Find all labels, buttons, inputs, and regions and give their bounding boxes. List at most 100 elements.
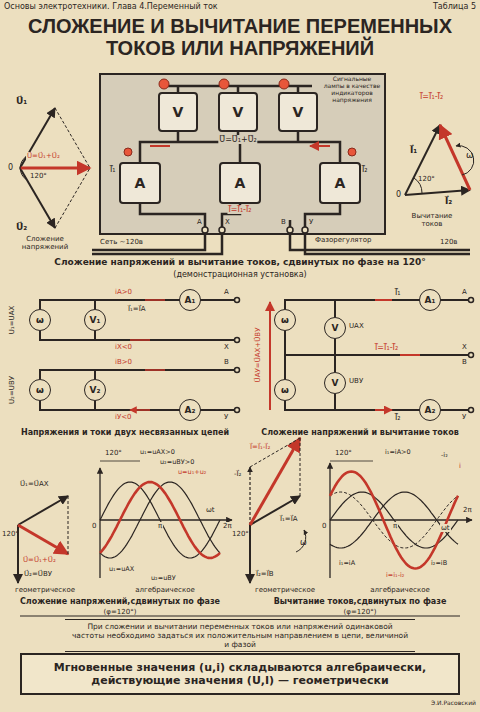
node-text: V <box>233 104 244 121</box>
drawing-stroke <box>469 353 474 358</box>
drawing-stroke <box>18 525 68 554</box>
label: U₂=UBУ <box>8 376 16 404</box>
label: X <box>224 343 229 351</box>
label: ωt <box>440 524 451 532</box>
label: iA>0 <box>115 288 132 296</box>
drawing-stroke <box>202 227 208 233</box>
drawing-stroke <box>20 616 460 617</box>
note-box: При сложении и вычитании переменных токо… <box>65 619 415 652</box>
label: UBУ <box>349 377 363 385</box>
meter-circle: A₁ <box>179 289 201 311</box>
label: У <box>309 218 313 226</box>
label: Сигнальные лампы в качестве индикаторов … <box>322 76 382 104</box>
label: i₁=iA <box>338 560 356 567</box>
meter-circle: ω <box>274 309 296 331</box>
label: 0 <box>92 522 96 530</box>
drawing-stroke <box>235 298 240 303</box>
sine-curve <box>100 482 220 558</box>
label: i=i₁-i₂ <box>385 572 405 579</box>
node-text: V <box>293 104 304 121</box>
meter-box: A <box>219 162 261 204</box>
label: i₁=iA>0 <box>385 449 411 456</box>
node-text: V₂ <box>90 385 101 396</box>
meter-circle: V <box>324 317 346 339</box>
node-text: A <box>135 175 146 192</box>
drawing-stroke <box>99 468 100 578</box>
node-text: ω <box>281 385 289 396</box>
drawing-stroke <box>235 298 240 413</box>
drawing-stroke <box>285 300 470 410</box>
label: ω <box>300 538 307 547</box>
drawing-stroke <box>150 145 330 147</box>
node-text: V <box>332 378 339 389</box>
drawing-stroke <box>375 300 420 410</box>
title: СЛОЖЕНИЕ И ВЫЧИТАНИЕ ПЕРЕМЕННЫХ ТОКОВ ИЛ… <box>10 15 470 59</box>
drawing-stroke <box>100 461 373 462</box>
node-text: A <box>235 175 246 192</box>
label: U⃗AУ=U⃗AX+U⃗BУ <box>254 328 262 383</box>
meter-box: V <box>218 92 258 132</box>
drawing-stroke <box>235 368 240 373</box>
node-text: V₁ <box>90 315 101 326</box>
label: U⃗₁ <box>16 96 27 106</box>
label: u₁=uAX <box>108 566 135 573</box>
drawing-stroke <box>249 467 250 525</box>
label: 0 <box>396 190 401 199</box>
drawing-stroke <box>440 125 470 190</box>
drawing-stroke <box>55 108 90 228</box>
drawing-stroke <box>92 233 470 254</box>
drawing-stroke <box>330 519 472 520</box>
drawing-stroke <box>219 79 229 89</box>
sine-curve <box>100 482 220 558</box>
drawing-stroke <box>250 438 300 525</box>
label: Сложение напряжений и вычитание токов, с… <box>54 257 425 267</box>
label: U⃗=U⃗₁+U⃗₂ <box>22 556 57 564</box>
drawing-stroke <box>348 148 356 156</box>
drawing-stroke <box>235 338 240 343</box>
drawing-stroke <box>40 370 235 410</box>
label: I⃗₁=I⃗A <box>280 515 298 523</box>
drawing-stroke <box>130 300 165 410</box>
sine-curve <box>330 472 458 569</box>
label: ω <box>466 150 474 160</box>
drawing-stroke <box>20 108 90 228</box>
label: Сложение напряжений <box>5 235 85 251</box>
drawing-stroke <box>456 146 474 175</box>
label: B <box>281 218 286 226</box>
label: 120° <box>418 175 435 183</box>
label: Э.И.Расовский <box>431 700 476 707</box>
node-text: При сложении и вычитании переменных токо… <box>71 622 409 649</box>
drawing-stroke <box>405 190 470 195</box>
label: 0 <box>8 163 13 172</box>
node-text: Мгновенные значения (u,i) складываются а… <box>30 661 450 687</box>
meter-box: V <box>158 92 198 132</box>
meter-circle: ω <box>274 379 296 401</box>
drawing-stroke <box>235 408 240 413</box>
node-text: ω <box>36 385 44 396</box>
drawing-stroke <box>287 227 293 233</box>
drawing-stroke <box>18 496 68 525</box>
label: I⃗₁ <box>110 165 116 174</box>
drawing-stroke <box>405 125 440 195</box>
drawing-stroke <box>124 79 356 156</box>
drawing-stroke <box>269 302 271 410</box>
drawing-stroke <box>140 132 340 162</box>
label: U⃗₁=U⃗AX <box>20 480 49 488</box>
label: -i₂ <box>440 452 449 459</box>
label: 120в <box>440 238 458 246</box>
label: iB>0 <box>115 358 132 366</box>
node-text: A₂ <box>185 405 196 416</box>
drawing-stroke <box>202 227 308 233</box>
drawing-stroke <box>159 79 169 89</box>
label: u₁=uAX>0 <box>140 449 175 456</box>
node-text: A₁ <box>425 295 436 306</box>
label: U₁=UAX <box>8 306 16 335</box>
label: Фазорегулятор <box>315 236 371 244</box>
drawing-stroke <box>140 204 340 227</box>
label: ωt <box>205 506 216 514</box>
label: U⃗=U⃗₁+U⃗₂ <box>218 135 257 144</box>
node-text: ω <box>281 315 289 326</box>
node-text: V <box>173 104 184 121</box>
label: Сложение напряжений,сдвинутых по фазе <box>20 597 220 606</box>
drawing-stroke <box>249 525 251 583</box>
